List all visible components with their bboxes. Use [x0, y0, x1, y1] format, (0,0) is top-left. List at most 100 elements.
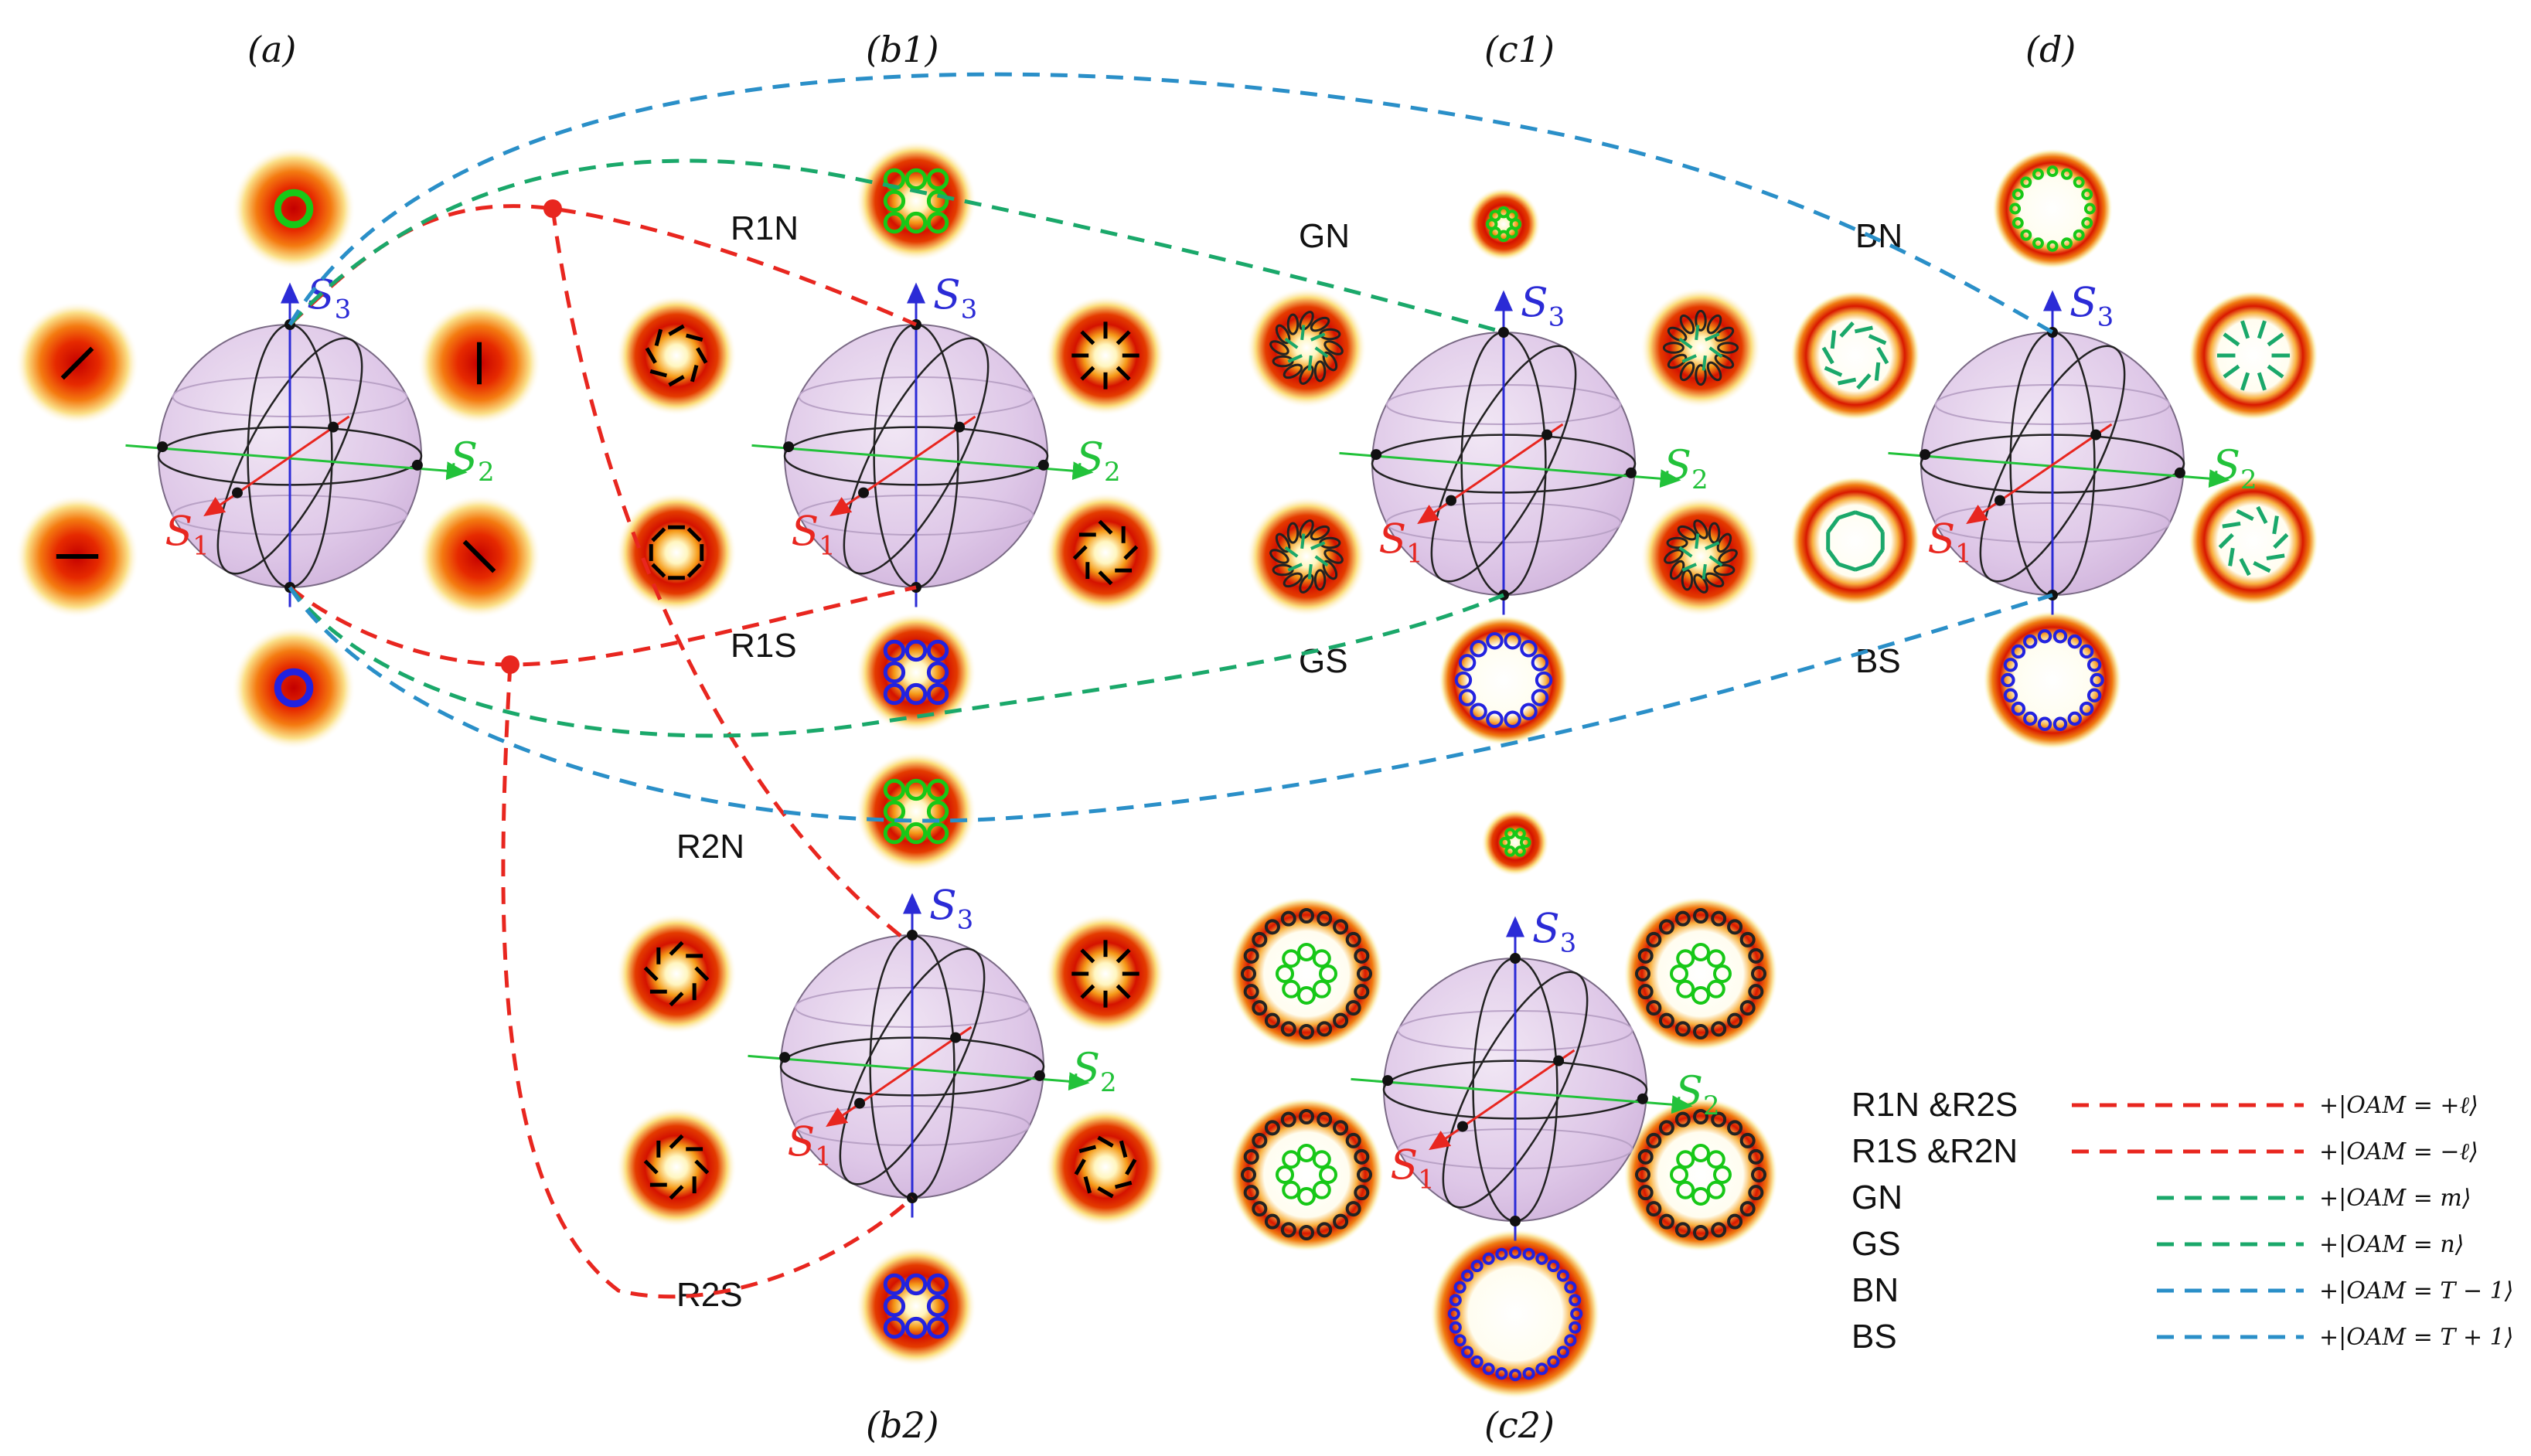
beam-c2-west-bottom [1229, 1097, 1384, 1252]
beam-a-east-top [417, 301, 541, 425]
legend-row: R1N &R2S +|OAM = +ℓ⟩ [1851, 1086, 2478, 1124]
region-label-gn: GN [1299, 217, 1350, 255]
beam-a-west-top [15, 301, 139, 425]
s2-axis-label: S2 [1072, 1046, 1116, 1098]
region-label-r1s: R1S [731, 627, 797, 665]
beam-a-west-bottom [15, 495, 139, 618]
s3-axis-label: S3 [933, 273, 977, 325]
legend-ket: +|OAM = m⟩ [2319, 1185, 2471, 1212]
beam-d-north [1992, 148, 2113, 269]
beam-a-north [232, 147, 356, 270]
s2-axis-label: S2 [1675, 1069, 1719, 1121]
legend-ket: +|OAM = T + 1⟩ [2319, 1324, 2513, 1351]
connection-paths [288, 72, 2054, 1299]
beam-b1-east-bottom [1045, 492, 1166, 613]
beam-a-east-bottom [417, 495, 541, 618]
panel-label-c2: (c2) [1484, 1404, 1555, 1446]
path-blue-bs [288, 586, 2053, 823]
beam-c2-south [1430, 1229, 1600, 1399]
beam-b1-east-top [1045, 295, 1166, 416]
s1-axis-label: S1 [165, 509, 209, 562]
path-green-gn [288, 158, 1504, 335]
beam-b2-north [856, 751, 976, 872]
s2-axis-label: S2 [1664, 443, 1708, 495]
legend-name: BS [1851, 1318, 1897, 1356]
beam-c1-north [1466, 187, 1541, 261]
beam-b2-east-bottom [1045, 1107, 1166, 1227]
beam-c1-west-bottom [1246, 496, 1367, 617]
junction-dot-north [543, 199, 562, 218]
junction-dot-south [501, 655, 519, 674]
beam-c2-west-top [1229, 896, 1384, 1051]
legend-name: BN [1851, 1271, 1899, 1309]
panel-label-a: (a) [247, 29, 296, 70]
beam-c2-north [1481, 808, 1549, 876]
path-red-r1n [288, 204, 918, 327]
legend-ket: +|OAM = −ℓ⟩ [2319, 1138, 2478, 1165]
region-label-r1n: R1N [731, 209, 799, 247]
legend-ket: +|OAM = n⟩ [2319, 1231, 2464, 1258]
legend-row: BN +|OAM = T − 1⟩ [1851, 1271, 2513, 1309]
path-red-r2s [501, 664, 914, 1299]
path-red-r2n [550, 208, 906, 941]
beam-b2-west-top [616, 913, 737, 1034]
s2-axis-label: S2 [2212, 443, 2257, 495]
path-red-r1s [288, 585, 917, 667]
beam-c1-west-top [1246, 287, 1367, 408]
legend: R1N &R2S +|OAM = +ℓ⟩ R1S &R2N +|OAM = −ℓ⟩ GN… [1851, 1086, 2513, 1356]
legend-row: GN+|OAM = m⟩ [1851, 1179, 2471, 1216]
beam-d-east-top [2189, 291, 2318, 420]
s1-axis-label: S1 [788, 1120, 832, 1172]
s3-axis-label: S3 [1532, 907, 1576, 959]
beam-b1-west-top [616, 295, 737, 416]
legend-name: R1N &R2S [1851, 1086, 2018, 1124]
beam-c1-east-bottom [1640, 496, 1761, 617]
legend-ket: +|OAM = +ℓ⟩ [2319, 1092, 2478, 1119]
path-blue-bn [288, 72, 2054, 335]
s1-axis-label: S1 [1379, 517, 1423, 570]
beam-b1-west-bottom [616, 492, 737, 613]
legend-row: BS +|OAM = T + 1⟩ [1851, 1318, 2513, 1356]
s3-axis-label: S3 [1521, 281, 1565, 333]
beam-b2-east-top [1045, 913, 1166, 1034]
legend-name: R1S &R2N [1851, 1132, 2018, 1170]
legend-row: R1S &R2N +|OAM = −ℓ⟩ [1851, 1132, 2478, 1170]
beam-c2-east-bottom [1623, 1097, 1778, 1252]
beam-b2-south [856, 1246, 976, 1366]
beam-d-west-top [1790, 291, 1920, 420]
legend-row: GS +|OAM = n⟩ [1851, 1225, 2464, 1263]
s2-axis-label: S2 [1076, 435, 1120, 488]
panel-label-b1: (b1) [866, 29, 939, 70]
beam-profiles [15, 141, 2318, 1399]
beam-b1-north [856, 141, 976, 261]
s3-axis-label: S3 [929, 883, 973, 936]
beam-c2-east-top [1623, 896, 1778, 1051]
s1-axis-label: S1 [1391, 1143, 1435, 1196]
panel-label-b2: (b2) [866, 1404, 939, 1446]
beam-d-east-bottom [2189, 476, 2318, 606]
region-label-bs: BS [1855, 642, 1901, 680]
s2-axis-label: S2 [450, 435, 494, 488]
beam-c1-south [1439, 615, 1569, 745]
beam-d-south [1983, 611, 2122, 750]
s3-axis-label: S3 [2069, 281, 2114, 333]
legend-name: GS [1851, 1225, 1901, 1263]
panel-label-d: (d) [2025, 29, 2076, 70]
s1-axis-label: S1 [1928, 517, 1972, 570]
beam-a-south [232, 626, 356, 750]
beam-c1-east-top [1640, 287, 1761, 408]
region-label-gs: GS [1299, 642, 1348, 680]
panel-label-c1: (c1) [1484, 29, 1555, 70]
beam-b2-west-bottom [616, 1107, 737, 1227]
beam-d-west-bottom [1790, 476, 1920, 606]
beam-b1-south [856, 612, 976, 733]
legend-ket: +|OAM = T − 1⟩ [2319, 1277, 2513, 1305]
path-green-gs [288, 586, 1504, 738]
